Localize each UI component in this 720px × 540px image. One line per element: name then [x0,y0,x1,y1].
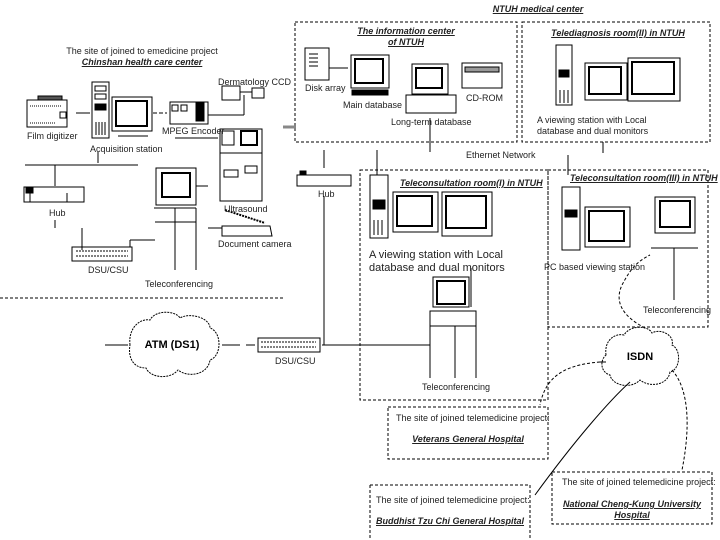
film-digitizer-icon [26,95,68,128]
teleconsult3-teleconf-icon [651,196,698,300]
main-database-icon [350,54,390,96]
telediagnosis-caption-2: database and dual monitors [537,126,649,136]
telediagnosis-box [521,21,711,143]
teleconsult1-tower-icon [369,174,389,239]
teleconsult3-tower-icon [561,186,581,251]
acquisition-monitor-icon [111,96,153,137]
info-center-box [294,21,518,143]
ncku-site-box [551,471,713,525]
disk-array-label: Disk array [305,83,346,93]
teleconsult1-caption-1: A viewing station with Local [369,249,503,261]
dermatology-ccd-label: Dermatology CCD [218,77,292,87]
dsu-csu-label: DSU/CSU [275,356,316,366]
teleconsult3-monitor [584,206,631,248]
veterans-name: Veterans General Hospital [412,434,524,444]
document-camera-label: Document camera [218,239,292,249]
ntuh-hub-icon [296,170,352,187]
atm-label: ATM (DS1) [144,339,200,351]
dermatology-ccd-icon [221,85,265,101]
chinshan-teleconf-icon [154,167,197,270]
ntuh-hub-label: Hub [318,189,335,199]
mpeg-encoder-label: MPEG Encoder [162,126,225,136]
long-term-database-icon [405,63,457,152]
ultrasound-icon [219,128,263,202]
isdn-cloud [601,326,679,386]
chinshan-dsu-label: DSU/CSU [88,265,129,275]
telediagnosis-monitor-2 [627,57,681,102]
chinshan-title: Chinshan health care center [81,57,203,67]
long-term-database-label: Long-term database [391,117,472,127]
dsu-csu-icon [257,337,321,353]
document-camera-icon [221,209,273,237]
teleconsult3-teleconf-label: Teleconferencing [643,305,712,315]
isdn-label: ISDN [626,351,654,363]
tzuchi-name: Buddhist Tzu Chi General Hospital [375,516,525,526]
tzuchi-site-box [369,484,531,540]
cd-rom-label: CD-ROM [466,93,503,103]
ethernet-label: Ethernet Network [466,150,536,160]
veterans-site-box [387,406,549,460]
chinshan-teleconf-label: Teleconferencing [145,279,214,289]
info-center-title-2: of NTUH [388,37,424,47]
acquisition-tower-icon [91,81,110,139]
chinshan-dsu-icon [71,246,133,262]
disk-array-icon [304,47,348,81]
mpeg-encoder-icon [169,101,209,125]
teleconsult1-monitor-2 [441,191,493,237]
chinshan-hub-icon [23,186,85,203]
telediagnosis-caption-1: A viewing station with Local [537,115,647,125]
telediagnosis-tower-icon [555,44,573,106]
ncku-caption: The site of joined telemedicine project: [562,477,716,487]
telediagnosis-monitor-1 [584,62,628,101]
teleconsult3-box [547,169,709,328]
main-database-label: Main database [343,100,403,110]
film-digitizer-label: Film digitizer [27,131,78,141]
chinshan-caption: The site of joined to emedicine project [66,46,218,56]
telediagnosis-title: Telediagnosis room(II) in NTUH [551,28,685,38]
ncku-name-1: National Cheng-Kung University [562,499,702,509]
teleconsult3-title: Teleconsultation room(III) in NTUH [570,173,718,183]
veterans-caption: The site of joined telemedicine project: [396,413,550,423]
teleconsult1-caption-2: database and dual monitors [369,262,505,274]
teleconsult1-box [359,169,549,401]
teleconsult1-title: Teleconsultation room(I) in NTUH [400,178,543,188]
teleconsult1-monitor-1 [392,191,439,233]
ntuh-header: NTUH medical center [492,4,584,14]
tzuchi-caption: The site of joined telemedicine project: [376,495,530,505]
ncku-name-2: Hospital [614,510,650,520]
pc-station-label: PC based viewing station [544,262,646,272]
cd-rom-icon [461,62,503,89]
ultrasound-label: Ultrasound [224,204,268,214]
atm-cloud [129,311,220,377]
acquisition-station-label: Acquisition station [90,144,163,154]
info-center-title-1: The information center [357,26,455,36]
teleconsult1-teleconf-icon [429,268,477,378]
teleconsult1-teleconf-label: Teleconferencing [422,382,491,392]
chinshan-hub-label: Hub [49,208,66,218]
